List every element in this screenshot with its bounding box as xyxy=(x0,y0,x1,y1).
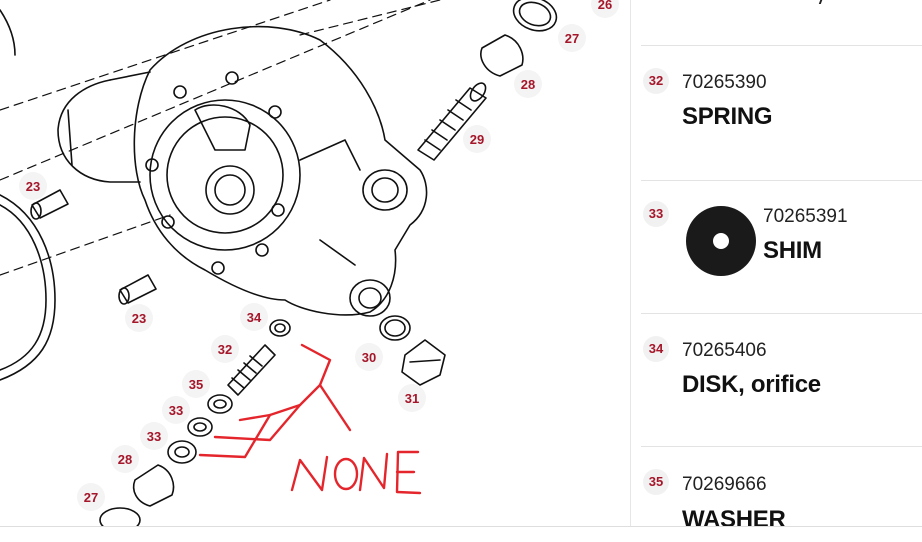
part-number[interactable]: 70265406 xyxy=(682,340,767,361)
part-row-32[interactable]: 32 70265390 SPRING xyxy=(641,45,922,176)
callout-26: 26 xyxy=(598,0,612,12)
parts-list: 32 70265390 SPRING 33 70265391 SHIM 34 7… xyxy=(631,0,922,541)
dowel-pins xyxy=(30,189,157,305)
callout-23-lower: 23 xyxy=(132,311,146,326)
exploded-parts-diagram: 26 27 28 29 23 23 34 32 30 35 33 33 31 xyxy=(0,0,619,533)
part-number[interactable]: 70265390 xyxy=(682,72,767,93)
horizontal-scrollbar[interactable] xyxy=(0,526,922,542)
callout-27-bottom: 27 xyxy=(84,490,98,505)
shim-washer-icon xyxy=(686,206,756,276)
callout-33-upper: 33 xyxy=(169,403,183,418)
top-ring-and-cap xyxy=(480,0,558,77)
part-row-33[interactable]: 33 70265391 SHIM xyxy=(641,180,922,313)
o-ring-large xyxy=(0,9,56,381)
callout-28-bottom: 28 xyxy=(118,452,132,467)
callout-29: 29 xyxy=(470,132,484,147)
part-ref-badge: 34 xyxy=(643,336,669,362)
lower-parts-stack xyxy=(99,315,446,533)
callout-labels: 26 27 28 29 23 23 34 32 30 35 33 33 31 xyxy=(19,0,619,511)
valve-spool xyxy=(417,82,487,161)
callout-35: 35 xyxy=(189,377,203,392)
part-name[interactable]: SHIM xyxy=(763,237,822,264)
callout-32: 32 xyxy=(218,342,232,357)
part-name[interactable]: SPRING xyxy=(682,103,773,130)
part-row-34[interactable]: 34 70265406 DISK, orifice xyxy=(641,313,922,446)
previous-row-fragment xyxy=(808,0,826,4)
hand-drawn-none-annotation xyxy=(198,343,422,495)
callout-28-top: 28 xyxy=(521,77,535,92)
part-ref-badge: 33 xyxy=(643,201,669,227)
callout-27-top: 27 xyxy=(565,31,579,46)
callout-33-lower: 33 xyxy=(147,429,161,444)
part-ref-badge: 35 xyxy=(643,469,669,495)
callout-34: 34 xyxy=(247,310,262,325)
pump-diagram-drawing: 26 27 28 29 23 23 34 32 30 35 33 33 31 xyxy=(0,0,619,533)
pump-housing-body xyxy=(57,25,428,317)
pane-divider xyxy=(630,0,631,541)
part-name[interactable]: DISK, orifice xyxy=(682,371,821,398)
part-number[interactable]: 70269666 xyxy=(682,474,767,495)
callout-31: 31 xyxy=(405,391,419,406)
callout-23-left: 23 xyxy=(26,179,40,194)
callout-30: 30 xyxy=(362,350,376,365)
part-ref-badge: 32 xyxy=(643,68,669,94)
part-number[interactable]: 70265391 xyxy=(763,206,848,227)
part-thumbnail[interactable] xyxy=(685,205,757,277)
